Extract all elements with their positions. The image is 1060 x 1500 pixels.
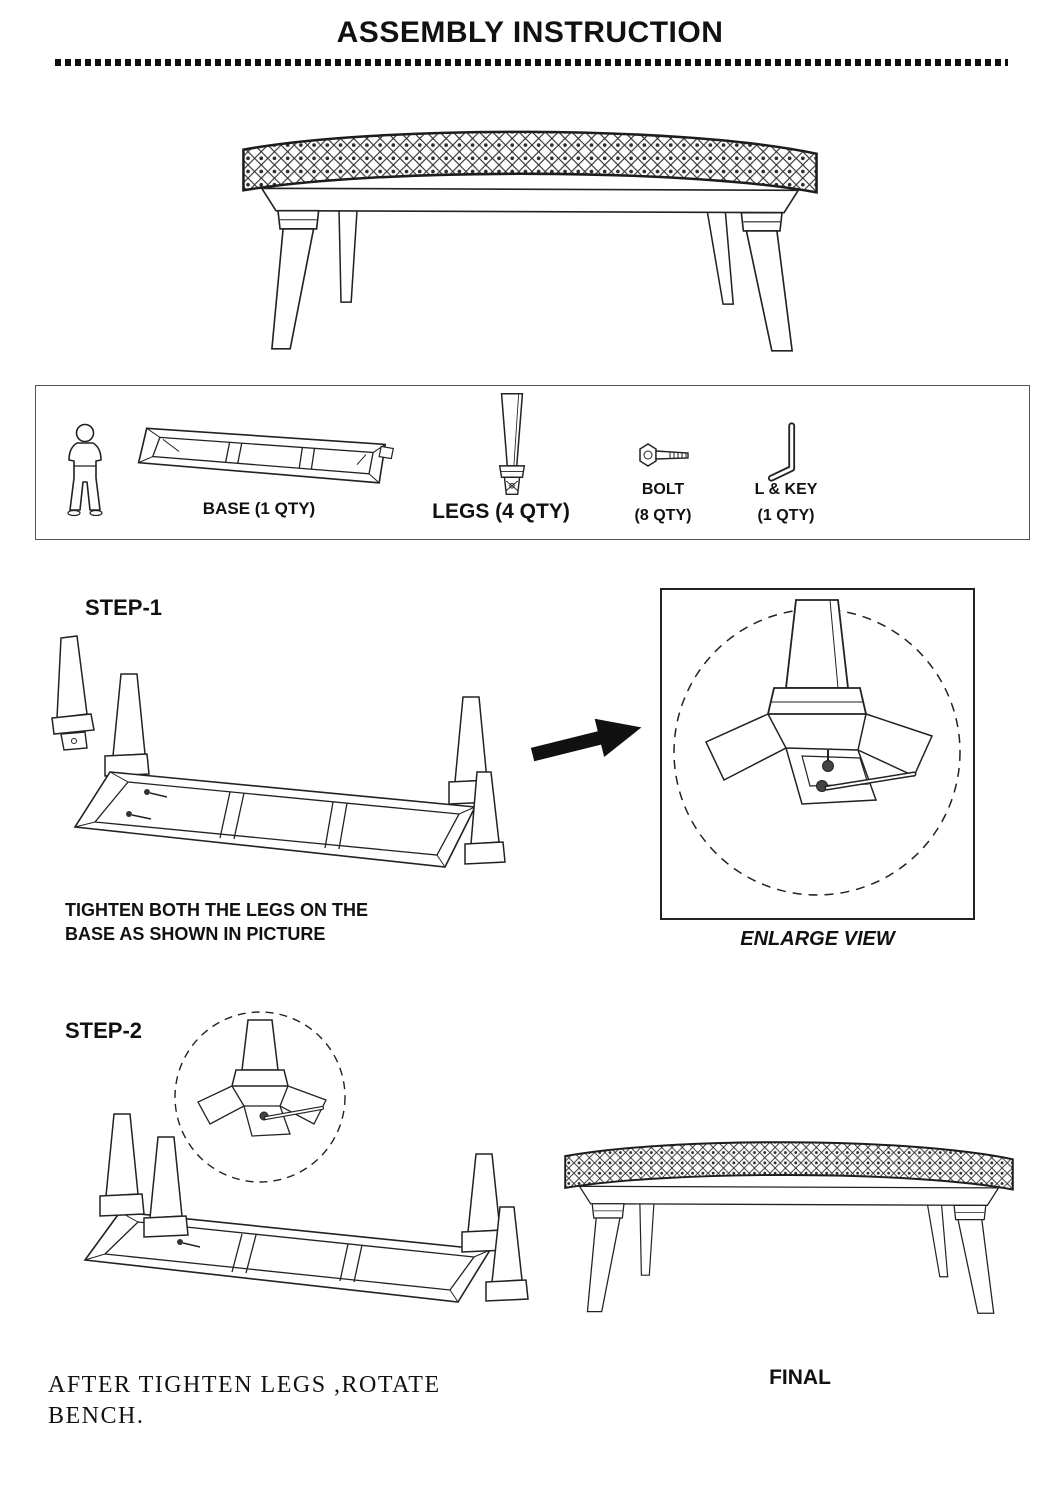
page-title: ASSEMBLY INSTRUCTION — [336, 16, 724, 49]
arrow-icon — [530, 718, 642, 762]
assembled-bench-illustration — [242, 130, 818, 352]
allen-key-label: L & KEY — [754, 481, 818, 498]
step2-heading: STEP-2 — [65, 1018, 143, 1043]
parts-box: BASE (1 QTY) LEGS (4 QTY) BOLT (8 QTY) L… — [35, 385, 1030, 540]
step2-assembly-diagram — [83, 1011, 529, 1303]
step2-instruction: AFTER TIGHTEN LEGS ,ROTATE BENCH. — [48, 1372, 441, 1429]
enlarge-view-diagram — [673, 599, 961, 896]
base-part-label: BASE (1 QTY) — [202, 499, 316, 518]
base-part-diagram — [137, 427, 395, 484]
step1-instruction: TIGHTEN BOTH THE LEGS ON THE BASE AS SHO… — [65, 900, 369, 944]
final-caption: FINAL — [769, 1366, 831, 1389]
legs-part-label: LEGS (4 QTY) — [432, 500, 570, 523]
bolt-part-label: BOLT — [641, 481, 685, 498]
final-bench-illustration — [564, 1141, 1014, 1314]
title-underline-dots — [55, 59, 1008, 66]
leg-part-diagram — [498, 393, 526, 496]
enlarge-view-caption: ENLARGE VIEW — [740, 928, 895, 950]
allen-key-icon — [767, 422, 796, 482]
step1-assembly-diagram — [51, 635, 506, 868]
bolt-icon — [639, 443, 689, 467]
step1-heading: STEP-1 — [85, 595, 163, 620]
bolt-part-qty: (8 QTY) — [634, 507, 692, 524]
allen-key-qty: (1 QTY) — [757, 507, 815, 524]
person-icon — [67, 423, 103, 517]
enlarge-view-box — [660, 588, 975, 920]
